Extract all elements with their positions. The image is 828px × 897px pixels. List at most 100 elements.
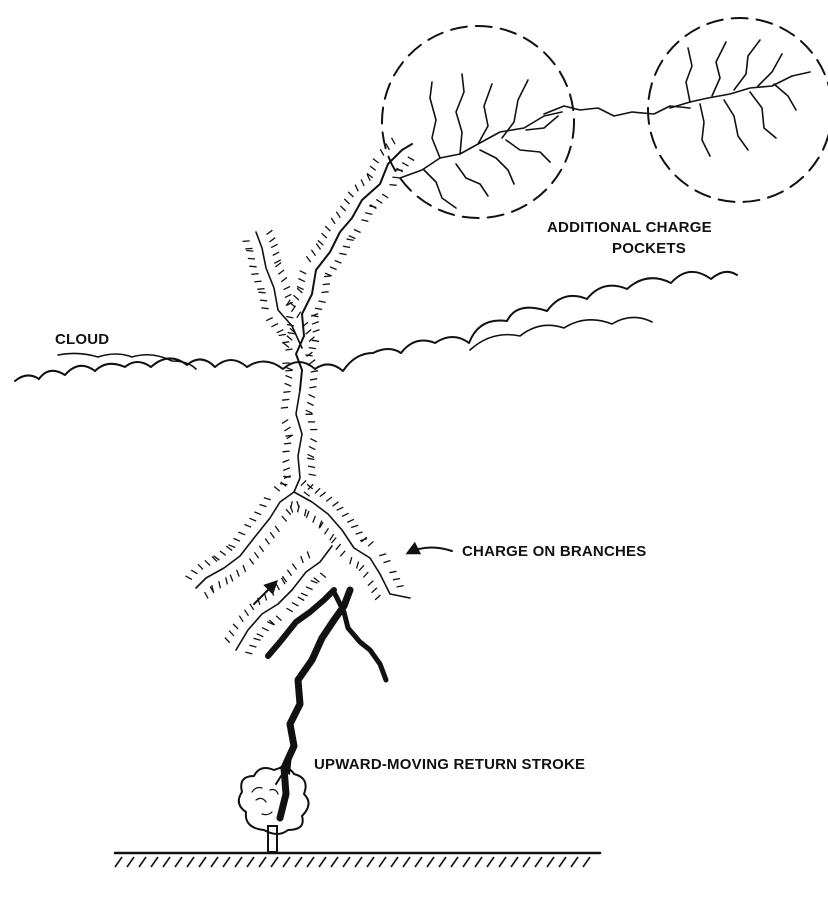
ground-hatch-mark bbox=[163, 857, 170, 867]
charge-hatch-mark bbox=[274, 260, 281, 263]
charge-hatch-mark bbox=[313, 516, 316, 523]
ground-hatch-mark bbox=[583, 857, 590, 867]
ground-hatch-mark bbox=[427, 857, 434, 867]
ground-hatch-mark bbox=[451, 857, 458, 867]
ground-hatch-mark bbox=[307, 857, 314, 867]
charge-hatch-mark bbox=[393, 579, 400, 580]
charge-hatch-mark bbox=[336, 544, 341, 550]
charge-hatch-mark bbox=[267, 230, 273, 234]
charge-hatch-mark bbox=[288, 333, 295, 334]
charge-hatch-mark bbox=[363, 572, 368, 577]
charge-hatch-mark bbox=[286, 317, 293, 318]
charge-hatch-mark bbox=[320, 573, 326, 578]
charge-hatch-mark bbox=[254, 512, 261, 515]
pocket-left-branches bbox=[400, 74, 562, 208]
ground-hatch-mark bbox=[511, 857, 518, 867]
charge-hatch-mark bbox=[309, 360, 315, 364]
charge-hatch-mark bbox=[186, 576, 192, 580]
charge-hatch-mark bbox=[301, 593, 308, 596]
charge-hatch-mark bbox=[390, 185, 397, 186]
charge-hatch-mark bbox=[276, 584, 280, 590]
charge-hatch-mark bbox=[340, 551, 345, 557]
charge-hatch-mark bbox=[325, 528, 329, 534]
charge-hatch-mark bbox=[279, 334, 286, 335]
charge-hatch-mark bbox=[312, 340, 319, 341]
side-branch-upper-left bbox=[256, 232, 302, 348]
ground-hatch-mark bbox=[259, 857, 266, 867]
charge-hatch-mark bbox=[336, 212, 340, 218]
charge-hatch-mark bbox=[245, 610, 249, 616]
charge-hatch-mark bbox=[307, 551, 309, 558]
charge-hatch-mark bbox=[283, 476, 290, 477]
return-stroke-upper bbox=[268, 590, 334, 656]
charge-hatch-mark bbox=[249, 645, 256, 647]
charge-hatch-mark bbox=[249, 518, 256, 521]
charge-hatch-mark bbox=[324, 276, 331, 277]
ground-hatch-mark bbox=[175, 857, 182, 867]
charge-hatch-mark bbox=[270, 589, 274, 595]
ground-hatch bbox=[115, 857, 590, 867]
ground-hatch-mark bbox=[199, 857, 206, 867]
charge-hatch-mark bbox=[375, 595, 380, 600]
charge-hatch-mark bbox=[283, 451, 290, 452]
charge-hatch-mark bbox=[355, 185, 358, 192]
charge-hatch-mark bbox=[343, 246, 350, 247]
ground bbox=[115, 853, 600, 867]
charge-hatch-mark bbox=[233, 624, 238, 629]
ground-hatch-mark bbox=[391, 857, 398, 867]
ground-hatch-mark bbox=[547, 857, 554, 867]
charge-hatch-mark bbox=[298, 279, 305, 282]
charge-hatch-mark bbox=[287, 336, 293, 341]
charge-hatch-mark bbox=[316, 244, 320, 250]
charge-hatch-mark bbox=[402, 163, 408, 167]
charge-hatch-mark bbox=[292, 564, 296, 570]
charge-hatching bbox=[186, 138, 415, 654]
ground-hatch-mark bbox=[571, 857, 578, 867]
charge-hatch-mark bbox=[229, 631, 234, 636]
charge-hatch-mark bbox=[323, 284, 330, 285]
ground-hatch-mark bbox=[379, 857, 386, 867]
ground-hatch-mark bbox=[139, 857, 146, 867]
ground-hatch-mark bbox=[403, 857, 410, 867]
charge-hatch-mark bbox=[292, 603, 298, 607]
charge-hatch-mark bbox=[335, 261, 342, 264]
charge-hatch-mark bbox=[351, 525, 358, 527]
charge-hatch-mark bbox=[244, 524, 251, 527]
charge-hatch-mark bbox=[281, 277, 287, 282]
charge-hatch-mark bbox=[273, 252, 279, 255]
charge-hatch-mark bbox=[370, 166, 376, 170]
ground-hatch-mark bbox=[295, 857, 302, 867]
charge-hatch-mark bbox=[349, 236, 356, 239]
charge-hatch-mark bbox=[237, 570, 240, 577]
charge-hatch-mark bbox=[397, 586, 404, 587]
charge-hatch-mark bbox=[344, 199, 349, 204]
charge-hatch-mark bbox=[278, 270, 284, 274]
charge-hatch-mark bbox=[275, 526, 279, 532]
charge-hatch-mark bbox=[389, 571, 396, 572]
charge-hatch-mark bbox=[245, 652, 252, 654]
charge-hatch-mark bbox=[285, 435, 292, 436]
charge-hatch-mark bbox=[266, 318, 273, 321]
charge-hatch-mark bbox=[271, 244, 278, 247]
charge-hatch-mark bbox=[311, 250, 315, 256]
charge-hatch-mark bbox=[321, 292, 328, 293]
charge-hatch-mark bbox=[330, 267, 337, 270]
charge-hatch-mark bbox=[320, 492, 326, 496]
charge-hatch-mark bbox=[283, 343, 289, 348]
charge-hatch-mark bbox=[318, 240, 323, 245]
charge-hatch-mark bbox=[348, 192, 353, 197]
charge-hatch-mark bbox=[225, 638, 230, 643]
charge-hatch-mark bbox=[326, 497, 332, 501]
charge-hatch-mark bbox=[337, 507, 344, 510]
charge-hatch-mark bbox=[368, 581, 373, 586]
charge-hatch-mark bbox=[243, 241, 250, 242]
return-stroke-branch bbox=[334, 592, 386, 680]
ground-hatch-mark bbox=[235, 857, 242, 867]
charge-hatch-mark bbox=[347, 519, 354, 522]
charge-hatch-mark bbox=[274, 487, 280, 492]
charge-hatch-mark bbox=[310, 379, 317, 380]
charge-hatch-mark bbox=[285, 370, 292, 371]
ground-hatch-mark bbox=[415, 857, 422, 867]
charge-hatch-mark bbox=[283, 468, 290, 471]
charge-hatch-mark bbox=[373, 159, 379, 163]
